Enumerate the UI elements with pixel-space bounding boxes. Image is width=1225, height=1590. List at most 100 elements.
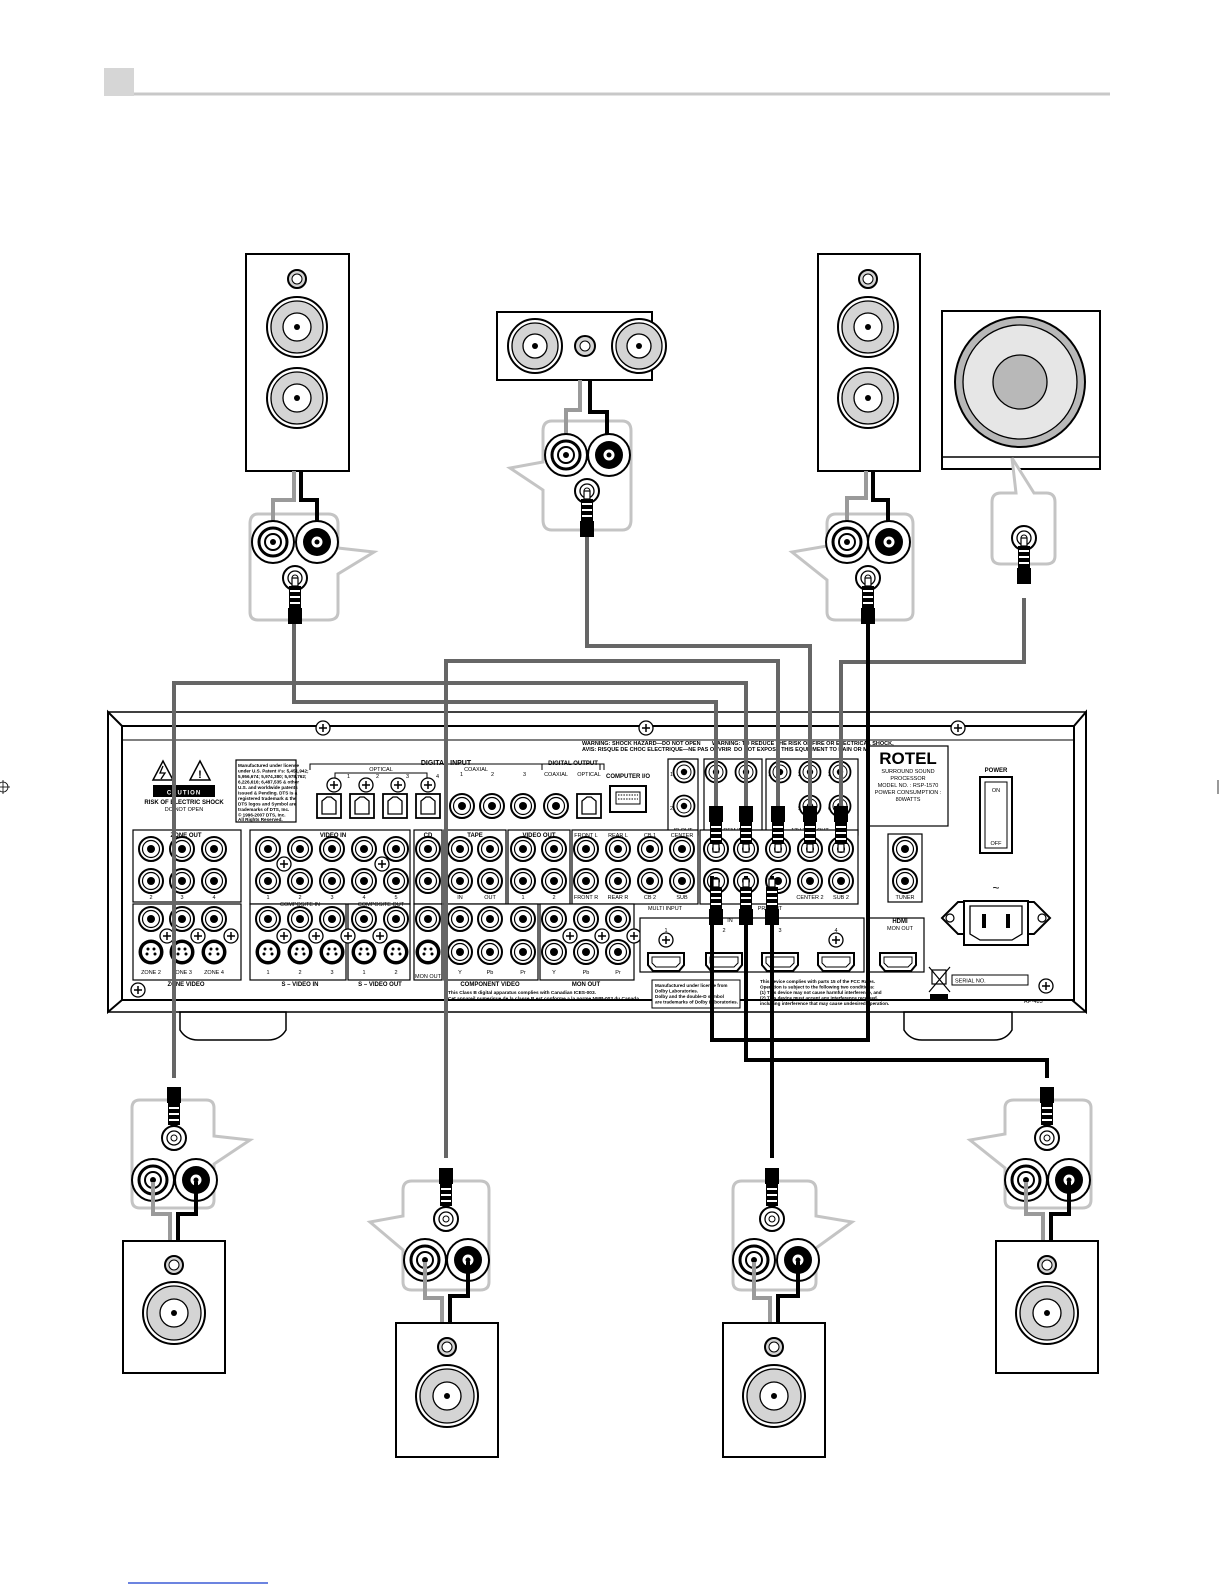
brand-line3: MODEL NO. : RSP-1570	[878, 783, 939, 789]
mon-out-label: MON OUT	[415, 974, 442, 980]
cb2-label: CB 2	[644, 895, 656, 901]
patent-line-2: 5,956,674; 5,974,380; 5,978,762;	[238, 774, 307, 779]
opt-2-num: 2	[376, 774, 379, 780]
brand-line5: 80WATTS	[896, 797, 921, 803]
hdmi-section: HDMI MON OUT IN 1 2 3 4	[639, 917, 925, 973]
rear-left-speaker	[395, 1322, 499, 1458]
hdmi-3-num: 3	[778, 928, 781, 934]
power-switch[interactable]: POWER ON OFF	[979, 768, 1013, 854]
fcc-line2: (1) This device may not cause harmful in…	[760, 990, 882, 995]
serial-no-label: SERIAL NO.	[955, 979, 986, 985]
zone-out-section: ZONE OUT 2 3 4	[132, 829, 242, 903]
patent-line-8: trademarks of DTS, Inc.	[238, 807, 289, 812]
svin-1-num: 1	[266, 970, 269, 976]
ac-inlet: ~	[940, 881, 1052, 946]
video-out-label: VIDEO OUT	[522, 833, 555, 839]
video-in-label: VIDEO IN	[320, 833, 346, 839]
surround-right-speaker	[995, 1240, 1099, 1374]
power-on-label: ON	[992, 788, 1000, 794]
warning-fire1: WARNING: TO REDUCE THE RISK OF FIRE OR E…	[712, 741, 894, 747]
lower-speaker-wires	[151, 1182, 1071, 1324]
vin-1-num: 1	[266, 895, 269, 901]
dolby-line2: Dolby and the double-D symbol	[655, 994, 724, 999]
hdmi-label: HDMI	[892, 919, 908, 925]
zone-out-4-num: 4	[212, 895, 215, 901]
front-right-speaker-wires	[845, 471, 890, 540]
power-off-label: OFF	[991, 841, 1003, 847]
brand-line2: PROCESSOR	[890, 776, 925, 782]
warning-fire2: DO NOT EXPOSE THIS EQUIPMENT TO RAIN OR …	[734, 747, 894, 753]
tuner-section: TUNER	[887, 833, 923, 903]
opt-3-num: 3	[406, 774, 409, 780]
digital-output-label: DIGITAL OUTPUT	[548, 761, 598, 767]
comp-pb-label: Pb	[487, 970, 494, 976]
vout-1-num: 1	[521, 895, 524, 901]
registration-marks	[0, 780, 1219, 794]
brand-plate: ROTEL SURROUND SOUND PROCESSOR MODEL NO.…	[867, 745, 949, 827]
vin-5-num: 5	[394, 895, 397, 901]
fcc-line3: (2) This device must accept any interfer…	[760, 996, 878, 1001]
warning-shock1: WARNING: SHOCK HAZARD—DO NOT OPEN	[582, 741, 701, 747]
dolby-line0: Manufactured under license from	[655, 983, 728, 988]
s-video-out-label: S – VIDEO OUT	[358, 982, 402, 988]
composite-in-label: COMPOSITE IN	[280, 902, 320, 908]
legal-texts: This Class B digital apparatus complies …	[448, 974, 1043, 1009]
computer-io-port: COMPUTER I/O	[606, 774, 650, 813]
patent-line-3: 6,226,616; 6,487,535 & other	[238, 780, 299, 785]
surround-left-speaker	[122, 1240, 226, 1374]
caution-line1: RISK OF ELECTRIC SHOCK	[144, 800, 224, 806]
fcc-line4: including interference that may cause un…	[760, 1001, 889, 1006]
front-r-label: FRONT R	[574, 895, 598, 901]
opt-4-num: 4	[436, 774, 439, 780]
subwoofer	[941, 310, 1101, 470]
front-right-speaker	[817, 253, 921, 472]
header-tab-marker	[104, 68, 134, 96]
composite-out-label: COMPOSITE OUT	[358, 902, 405, 908]
patent-line-6: registered trademark & the	[238, 796, 297, 801]
fcc-line1: Operation is subject to the following tw…	[760, 985, 875, 990]
warning-shock2: AVIS: RISQUE DE CHOC ELECTRIQUE—NE PAS O…	[582, 747, 731, 753]
zone-video-section: ZONE 2 ZONE 3 ZONE 4 ZONE VIDEO	[132, 903, 242, 988]
dolby-line1: Dolby Laboratories.	[655, 989, 698, 994]
vin-4-num: 4	[362, 895, 365, 901]
center-speaker	[496, 311, 667, 381]
svout-1-num: 1	[362, 970, 365, 976]
hdmi-mon-out-label: MON OUT	[887, 926, 914, 932]
front-left-speaker	[245, 253, 350, 472]
mon-out2-label: MON OUT	[572, 982, 601, 988]
coax-1-num: 1	[460, 772, 463, 778]
computer-io-label: COMPUTER I/O	[606, 774, 650, 780]
coaxial-out-label: COAXIAL	[544, 772, 568, 778]
class-b-line0: This Class B digital apparatus complies …	[448, 990, 596, 996]
cd-label: CD	[424, 833, 433, 839]
zone-out-3-num: 3	[180, 895, 183, 901]
power-label: POWER	[985, 768, 1008, 774]
multi-input-section: FRONT L REAR L CB 1 CENTER FRONT R REAR …	[571, 829, 699, 912]
center-label: CENTER	[671, 833, 694, 839]
svg-text:!: !	[198, 769, 202, 781]
brand-line1: SURROUND SOUND	[881, 769, 934, 775]
patent-line-9: © 1996-2007 DTS, Inc.	[238, 812, 286, 818]
cd-tape-videoout-section: CD TAPE IN OUT VIDEO OUT 1 2	[413, 829, 571, 905]
caution-title: CAUTION	[167, 791, 201, 797]
brand-line4: POWER CONSUMPTION :	[875, 790, 942, 796]
subwoofer-amp-bubble	[990, 457, 1057, 566]
rear-r-label: REAR R	[608, 895, 629, 901]
weee-bin-icon	[928, 966, 951, 999]
center-speaker-wires	[564, 380, 609, 450]
tape-in-label: IN	[457, 895, 463, 901]
hdmi-2-num: 2	[722, 928, 725, 934]
rear-right-speaker	[722, 1322, 826, 1458]
ir-out-section: 1 2 IR OUT	[667, 758, 699, 836]
zone-video-label: ZONE VIDEO	[167, 982, 204, 988]
monout-y-label: Y	[552, 970, 556, 976]
ir-1-num: 1	[670, 772, 673, 778]
brand-logo: ROTEL	[879, 749, 937, 768]
opt-1-num: 1	[347, 774, 350, 780]
sub-label: SUB	[676, 895, 688, 901]
coax-3-num: 3	[523, 772, 526, 778]
video-in-section: VIDEO IN 1 2 3 4 5	[249, 829, 411, 905]
component-video-section: MON OUT Y Pb Pr Y Pb Pr COMPONENT VIDEO …	[413, 903, 642, 988]
fcc-line0: This device complies with parts 15 of th…	[760, 979, 875, 984]
